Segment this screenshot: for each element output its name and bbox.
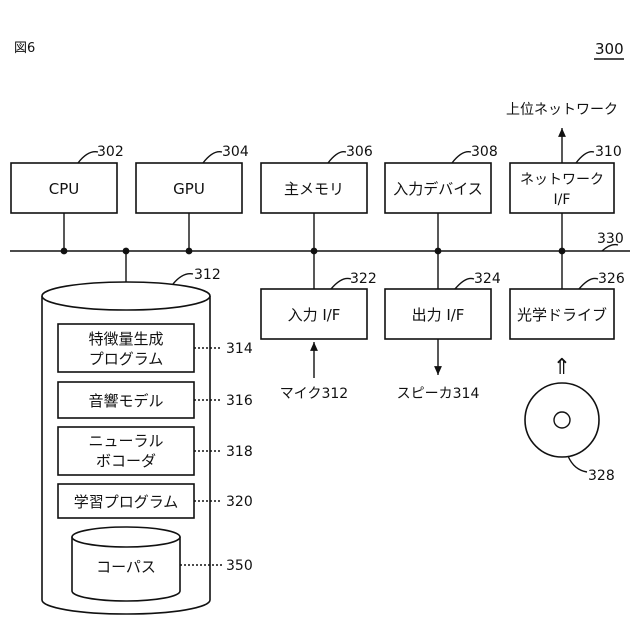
cpu-block: CPU 302 (11, 144, 124, 254)
gpu-label: GPU (173, 180, 205, 198)
storage-junction (123, 248, 130, 255)
learning-program-ref: 320 (226, 494, 253, 510)
main-memory-ref: 306 (346, 144, 373, 160)
speaker-label: スピーカ314 (397, 386, 480, 402)
network-label: 上位ネットワーク (506, 102, 618, 118)
gpu-leader (203, 152, 222, 163)
storage-ref: 312 (194, 267, 221, 283)
optical-drive-label: 光学ドライブ (517, 306, 607, 324)
feature-program-line2: プログラム (89, 350, 164, 368)
output-if-label: 出力 I/F (412, 306, 465, 324)
cpu-junction (61, 248, 68, 255)
disc-insert-arrow: ⇑ (553, 355, 571, 380)
learning-program-label: 学習プログラム (74, 493, 179, 511)
network-if-label-line2: I/F (554, 192, 571, 208)
corpus-label: コーパス (96, 558, 156, 576)
input-if-leader (331, 278, 351, 289)
output-if-ref: 324 (474, 271, 501, 287)
cpu-label: CPU (49, 180, 80, 198)
optical-drive-block: 光学ドライブ 326 ⇑ (510, 251, 625, 380)
network-if-ref: 310 (595, 144, 622, 160)
system-ref: 300 (595, 40, 624, 58)
output-if-leader (455, 278, 474, 289)
gpu-block: GPU 304 (136, 144, 249, 254)
acoustic-model-ref: 316 (226, 393, 253, 409)
neural-vocoder-line1: ニューラル (88, 432, 163, 450)
input-device-leader (452, 152, 471, 163)
input-device-ref: 308 (471, 144, 498, 160)
optical-disc: 328 (525, 383, 615, 484)
corpus-cylinder: コーパス 350 (72, 527, 253, 601)
input-if-label: 入力 I/F (288, 306, 341, 324)
main-memory-label: 主メモリ (284, 180, 344, 198)
learning-program-item: 学習プログラム 320 (58, 484, 253, 518)
main-memory-leader (328, 152, 346, 163)
feature-program-ref: 314 (226, 341, 253, 357)
corpus-ref: 350 (226, 558, 253, 574)
network-if-label-line1: ネットワーク (520, 172, 604, 188)
neural-vocoder-item: ニューラル ボコーダ 318 (58, 427, 253, 475)
input-device-label: 入力デバイス (393, 180, 483, 198)
storage-leader (173, 274, 193, 284)
input-if-ref: 322 (350, 271, 377, 287)
feature-program-item: 特徴量生成 プログラム 314 (58, 324, 253, 372)
disc-leader (568, 456, 587, 472)
gpu-junction (186, 248, 193, 255)
network-if-leader (576, 152, 594, 163)
microphone-label: マイク312 (280, 386, 348, 402)
acoustic-model-label: 音響モデル (88, 392, 163, 410)
bus-ref: 330 (597, 231, 624, 247)
disc-ref: 328 (588, 468, 615, 484)
gpu-ref: 304 (222, 144, 249, 160)
neural-vocoder-line2: ボコーダ (96, 452, 156, 470)
cpu-ref: 302 (97, 144, 124, 160)
cpu-leader (78, 152, 98, 163)
feature-program-line1: 特徴量生成 (88, 330, 163, 348)
acoustic-model-item: 音響モデル 316 (58, 382, 253, 418)
input-device-block: 入力デバイス 308 (385, 144, 498, 254)
optical-drive-leader (579, 278, 598, 289)
input-if-block: 入力 I/F 322 マイク312 (261, 251, 377, 402)
output-if-block: 出力 I/F 324 スピーカ314 (385, 251, 501, 402)
main-memory-block: 主メモリ 306 (261, 144, 373, 254)
neural-vocoder-ref: 318 (226, 444, 253, 460)
optical-drive-ref: 326 (598, 271, 625, 287)
figure-label: 図6 (14, 41, 35, 56)
